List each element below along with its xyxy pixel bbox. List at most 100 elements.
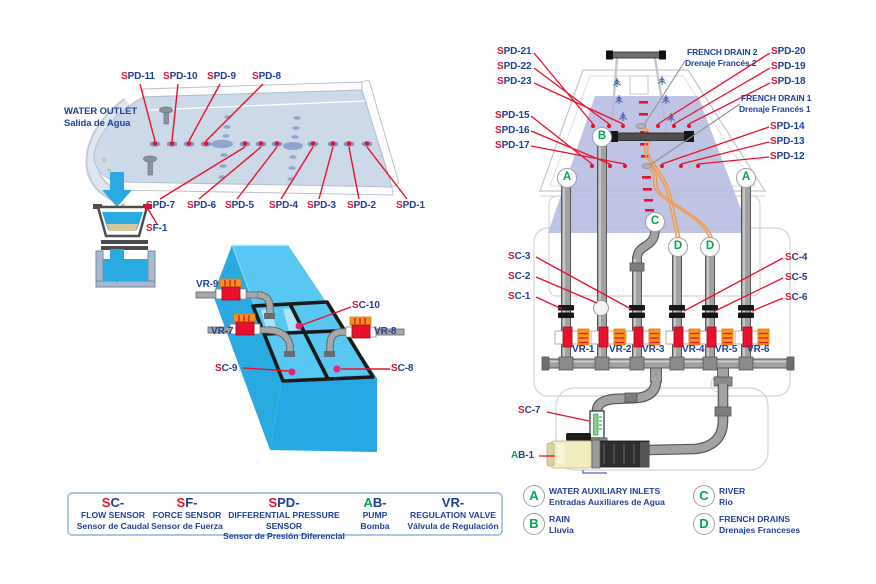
french-drain-lines [642, 127, 714, 242]
tank-top-face [232, 245, 377, 380]
label-sc-1: SC-1 [508, 291, 531, 302]
label-sc-10: SC-10 [352, 300, 380, 311]
legend-marker-d: D [693, 513, 715, 535]
label-spd-19: SPD-19 [771, 61, 806, 72]
label-spd-16: SPD-16 [495, 125, 530, 136]
pressure-taps [149, 141, 373, 147]
manifold [541, 356, 795, 387]
gray-leader-lines [643, 60, 741, 166]
french-drain-2-tap [635, 123, 647, 129]
legend-item-spd: SPD- DIFFERENTIAL PRESSURE SENSOR Sensor… [222, 494, 346, 542]
water-outlet-label-es: Salida de Agua [64, 118, 131, 129]
label-spd-12: SPD-12 [770, 151, 805, 162]
flow-sensor-points [288, 322, 341, 376]
legend-item-sf: SF- FORCE SENSOR Sensor de Fuerza [151, 494, 223, 531]
label-spd-9: SPD-9 [207, 71, 236, 82]
marker-a-right: A [736, 168, 756, 188]
legend-a-en: WATER AUXILIARY INLETS [549, 486, 661, 496]
legend-en-sf: FORCE SENSOR [152, 510, 222, 520]
legend-marker-a: A [523, 485, 545, 507]
marker-d-right: D [700, 237, 720, 257]
channel-tank-diagram [195, 244, 405, 452]
label-spd-8: SPD-8 [252, 71, 281, 82]
legend-item-sc: SC- FLOW SENSOR Sensor de Caudal [72, 494, 154, 531]
legend-d-es: Drenajes Franceses [719, 525, 801, 535]
label-spd-21: SPD-21 [497, 46, 532, 57]
valve-vr7 [207, 313, 295, 357]
drainage-bed-diagram [85, 79, 408, 288]
legend-en-ab: PUMP [362, 510, 388, 520]
label-vr-2: VR-2 [609, 344, 632, 355]
legend-a-es: Entradas Auxiliares de Agua [549, 497, 665, 507]
label-sc-9: SC-9 [215, 363, 238, 374]
flow-arrow-down [102, 172, 132, 207]
label-sc-3: SC-3 [508, 251, 531, 262]
legend-es-spd: Sensor de Presión Diferencial [223, 531, 345, 541]
legend-es-sc: Sensor de Caudal [76, 520, 150, 531]
label-sc-7: SC-7 [518, 405, 541, 416]
label-spd-2: SPD-2 [347, 200, 376, 211]
label-sc-8: SC-8 [391, 363, 414, 374]
label-vr-5: VR-5 [715, 344, 738, 355]
legend-b-es: Lluvia [549, 525, 574, 535]
left-leader-lines [139, 83, 408, 225]
label-vr-6: VR-6 [747, 344, 770, 355]
tank-front-face [270, 378, 377, 452]
marker-a-left: A [557, 168, 577, 188]
label-vr-9: VR-9 [196, 279, 219, 290]
label-vr-3: VR-3 [642, 344, 665, 355]
label-spd-10: SPD-10 [163, 71, 198, 82]
label-vr-4: VR-4 [682, 344, 705, 355]
label-spd-22: SPD-22 [497, 61, 532, 72]
legend-item-ab: AB- PUMP Bomba [352, 494, 398, 531]
force-sensor-point [144, 204, 150, 210]
spd-tap-dots [589, 123, 701, 169]
valve-vr8 [324, 316, 405, 357]
sensor-legend-box [67, 492, 503, 536]
label-sc-4: SC-4 [785, 252, 808, 263]
label-spd-7: SPD-7 [146, 200, 175, 211]
label-french-drain-2-es: Drenaje Francés 2 [685, 58, 757, 68]
marker-b: B [592, 127, 612, 147]
valve-handles [577, 328, 770, 346]
sc2-ball-sensor [593, 300, 609, 316]
legend-code-spd: SPD- [268, 495, 300, 510]
legend-code-sc: SC- [101, 495, 125, 510]
marker-c: C [645, 212, 665, 232]
legend-item-vr: VR- REGULATION VALVE Válvula de Regulaci… [403, 494, 503, 531]
label-spd-5: SPD-5 [225, 200, 254, 211]
label-french-drain-2-en: FRENCH DRAIN 2 [687, 47, 758, 57]
label-spd-11: SPD-11 [121, 71, 155, 82]
label-spd-17: SPD-17 [495, 140, 530, 151]
label-spd-13: SPD-13 [770, 136, 805, 147]
pump-plumbing [591, 380, 732, 456]
bolt [143, 106, 173, 176]
legend-en-vr: REGULATION VALVE [410, 510, 496, 520]
label-vr-7: VR-7 [211, 326, 234, 337]
label-vr-1: VR-1 [572, 344, 595, 355]
legend-marker-c: C [693, 485, 715, 507]
label-spd-4: SPD-4 [269, 200, 298, 211]
label-sc-2: SC-2 [508, 271, 531, 282]
legend-en-sc: FLOW SENSOR [81, 510, 145, 520]
legend-es-sf: Sensor de Fuerza [151, 520, 223, 531]
legend-en-spd: DIFFERENTIAL PRESSURE SENSOR [228, 510, 340, 531]
label-spd-18: SPD-18 [771, 76, 806, 87]
label-sf-1: SF-1 [146, 223, 168, 234]
regulation-valves [554, 326, 770, 348]
legend-c-en: RIVER [719, 486, 746, 496]
legend-c-es: Rio [719, 497, 733, 507]
marker-d-left: D [668, 237, 688, 257]
label-french-drain-1-en: FRENCH DRAIN 1 [741, 93, 812, 103]
legend-b-en: RAIN [549, 514, 571, 524]
legend-es-vr: Válvula de Regulación [407, 520, 499, 531]
legend-code-sf: SF- [176, 495, 198, 510]
label-spd-23: SPD-23 [497, 76, 532, 87]
water-outlet-label-en: WATER OUTLET [64, 106, 138, 117]
legend-marker-b: B [523, 513, 545, 535]
label-spd-6: SPD-6 [187, 200, 216, 211]
flow-sensor-rings [558, 305, 754, 318]
label-sc-5: SC-5 [785, 272, 808, 283]
label-ab-1: AB-1 [511, 450, 534, 461]
